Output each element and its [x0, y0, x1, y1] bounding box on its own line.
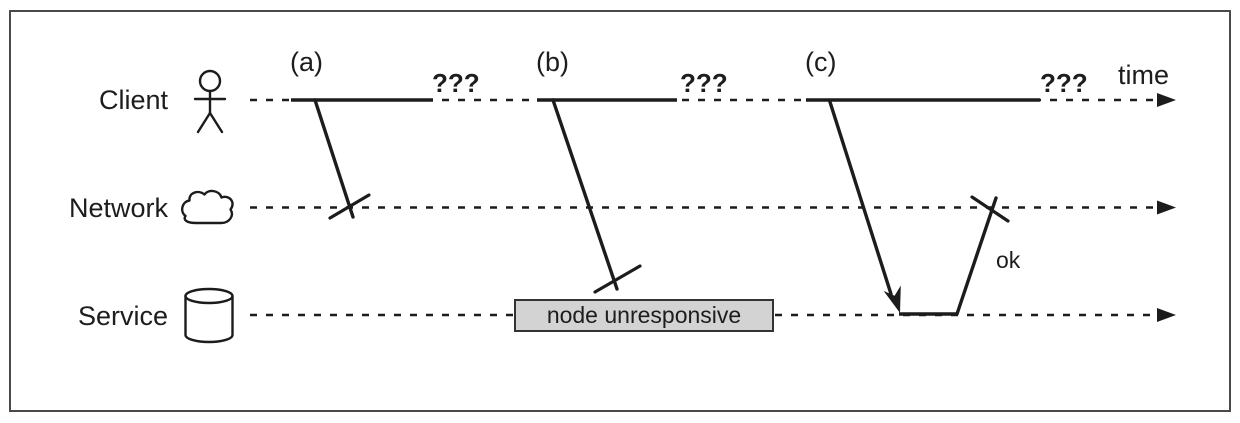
scenario-a: (a) ???: [290, 47, 480, 220]
time-arrowhead-client: [1157, 93, 1176, 107]
scenario-b-label: (b): [536, 47, 569, 77]
time-label: time: [1118, 60, 1169, 90]
scenario-c-reply-label: ok: [996, 247, 1021, 273]
scenario-c-outcome: ???: [1040, 68, 1088, 98]
database-icon: [184, 287, 234, 344]
person-icon: [193, 69, 227, 134]
scenario-a-label: (a): [290, 47, 323, 77]
row-label-service: Service: [78, 301, 168, 331]
scenario-c-reply-arrow: [955, 196, 998, 316]
scenario-c: (c) ok ???: [805, 47, 1088, 316]
scenario-c-request-arrow: [828, 100, 893, 296]
row-label-network: Network: [69, 193, 169, 223]
scenario-a-request-arrow: [313, 98, 355, 219]
scenario-b-request-arrow: [551, 98, 619, 291]
scenario-a-failure-x-icon: [328, 193, 371, 220]
scenario-c-failure-x-icon: [970, 195, 1010, 223]
scenario-b-failure-x-icon: [593, 264, 642, 294]
scenario-b-outcome: ???: [680, 68, 728, 98]
time-arrowhead-service: [1157, 308, 1176, 322]
figure-frame: [9, 10, 1231, 412]
row-label-client: Client: [99, 85, 169, 115]
time-arrowhead-network: [1157, 200, 1176, 215]
node-unresponsive-label: node unresponsive: [547, 302, 741, 328]
scenario-c-label: (c): [805, 47, 836, 77]
cloud-icon: [180, 189, 234, 225]
scenario-b: (b) ??? node unresponsive: [514, 47, 774, 332]
scenario-c-request-arrowhead: [883, 285, 901, 313]
node-unresponsive-box: [514, 299, 774, 332]
scenario-a-outcome: ???: [432, 68, 480, 98]
